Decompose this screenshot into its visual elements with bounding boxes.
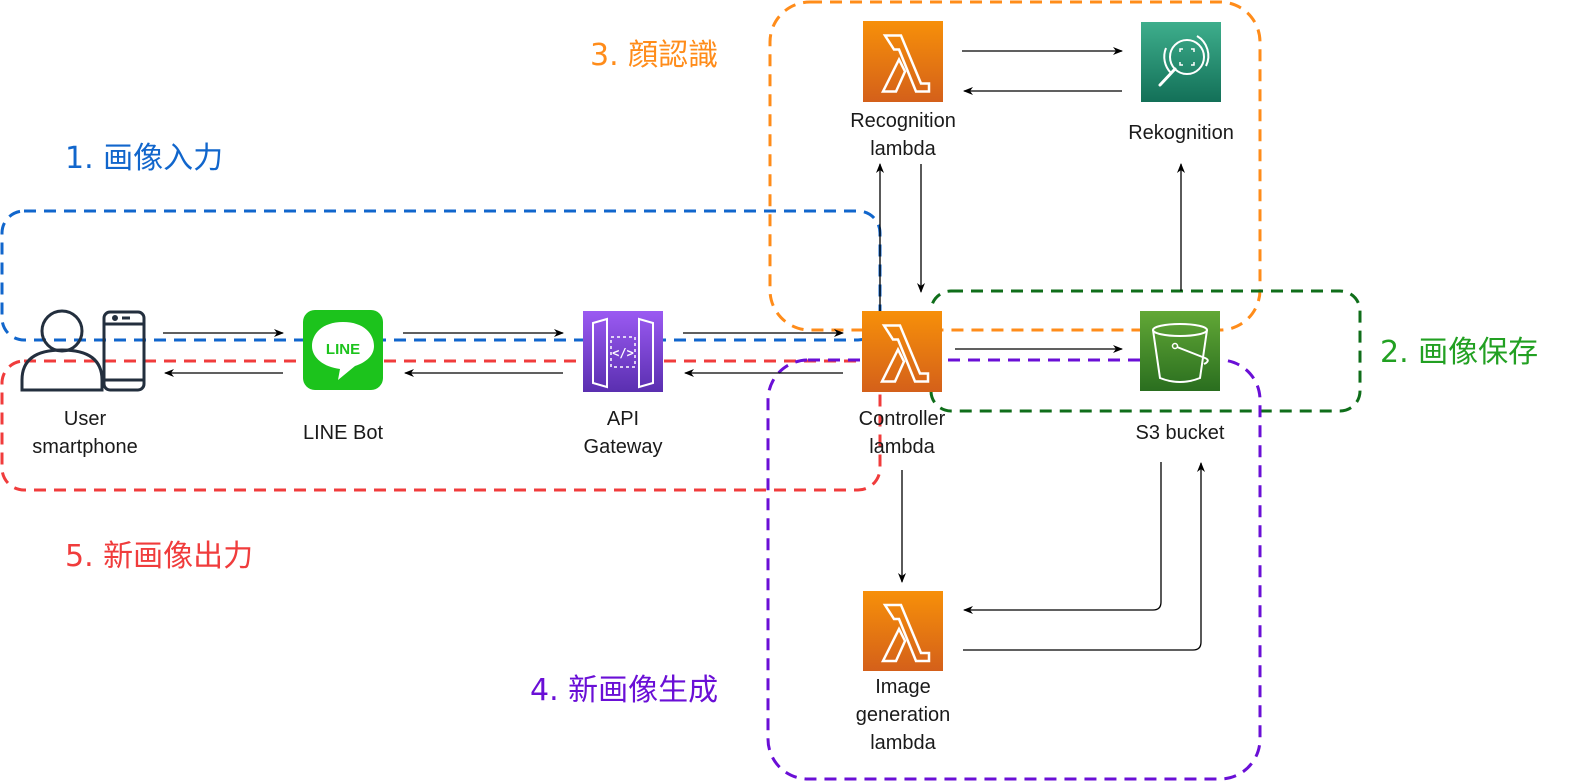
rekognition-icon[interactable] <box>1141 22 1221 102</box>
node-label-rekognition: Rekognition <box>1128 122 1234 144</box>
group-box-output <box>0 359 882 492</box>
api-gateway-icon[interactable]: </> <box>583 311 663 392</box>
node-label-imagegen-3: lambda <box>870 732 936 754</box>
api-gateway-code-glyph: </> <box>612 346 634 360</box>
group-label-generation: 4. 新画像生成 <box>530 673 718 708</box>
node-label-s3: S3 bucket <box>1136 422 1225 444</box>
node-label-controller-2: lambda <box>869 436 935 458</box>
node-label-user-2: smartphone <box>32 436 138 458</box>
group-label-input: 1. 画像入力 <box>65 141 223 176</box>
edge-s3-to-imagegen <box>963 462 1162 614</box>
node-label-recognition-2: lambda <box>870 138 936 160</box>
group-label-output: 5. 新画像出力 <box>65 539 253 574</box>
group-label-storage: 2. 画像保存 <box>1380 335 1538 370</box>
node-label-controller-1: Controller <box>859 408 946 430</box>
node-label-api-2: Gateway <box>584 436 663 458</box>
group-label-recognition: 3. 顔認識 <box>590 38 718 73</box>
group-box-recognition <box>768 0 1262 332</box>
node-label-line-bot: LINE Bot <box>303 422 383 444</box>
image-generation-lambda-icon[interactable] <box>863 591 943 671</box>
user-smartphone-icon[interactable] <box>20 309 146 392</box>
group-box-generation <box>766 358 1262 781</box>
node-label-user-1: User <box>64 408 107 430</box>
node-label-api-1: API <box>607 408 639 430</box>
node-label-recognition-1: Recognition <box>850 110 956 132</box>
line-icon[interactable]: LINE <box>303 310 383 390</box>
line-logo-text: LINE <box>326 341 360 358</box>
node-label-imagegen-1: Image <box>875 676 931 698</box>
controller-lambda-icon[interactable] <box>862 311 942 392</box>
s3-bucket-icon[interactable] <box>1140 311 1220 391</box>
edge-imagegen-to-s3 <box>963 462 1205 651</box>
recognition-lambda-icon[interactable] <box>863 21 943 102</box>
group-box-input <box>0 209 882 342</box>
node-label-imagegen-2: generation <box>856 704 951 726</box>
